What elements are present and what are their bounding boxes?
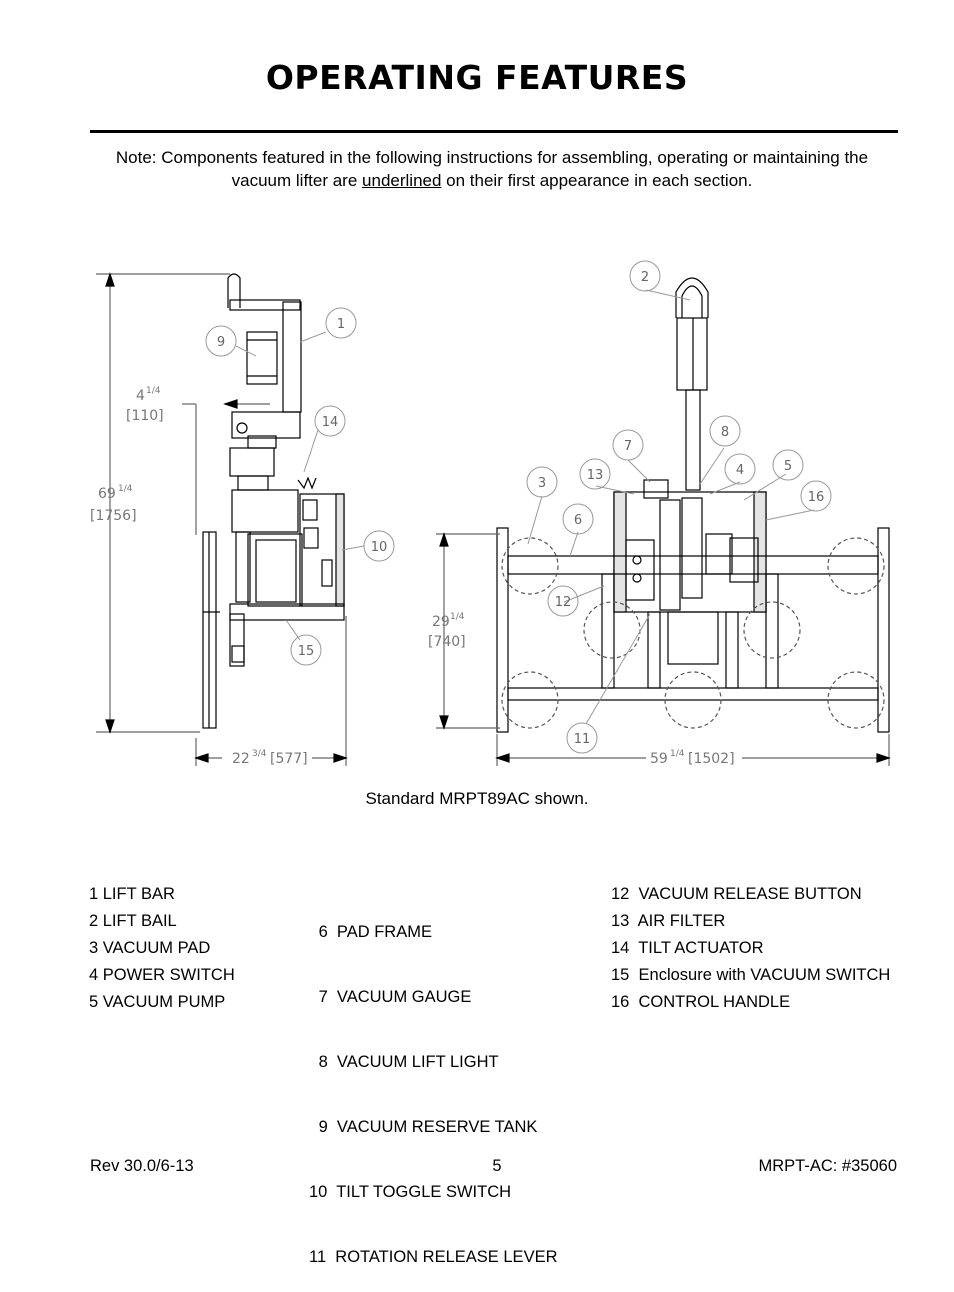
legend-item: 1 LIFT BAR: [89, 885, 175, 903]
svg-text:2: 2: [641, 270, 649, 285]
dim-depth-mm: [577]: [270, 751, 308, 767]
footer-page-number: 5: [492, 1157, 502, 1175]
dim-bail-offset-mm: [110]: [126, 408, 164, 424]
note-text-after: on their first appearance in each sectio…: [441, 171, 753, 190]
svg-text:9: 9: [217, 335, 225, 350]
legend-column-3: 12 VACUUM RELEASE BUTTON 13 AIR FILTER 1…: [611, 883, 890, 1018]
svg-text:7: 7: [624, 439, 632, 454]
legend-item: 14 TILT ACTUATOR: [611, 939, 764, 957]
dim-bail-offset: 4: [136, 388, 145, 404]
svg-text:4: 4: [736, 463, 744, 478]
balloon-6: 6: [562, 503, 594, 535]
lifter-drawing: 1 2 3 4 5 6 7 8 9 10 11 12 13 14 15 16 6…: [0, 250, 954, 775]
legend-item: 12 VACUUM RELEASE BUTTON: [611, 885, 862, 903]
dim-height-total-mm: [1756]: [90, 508, 137, 524]
dim-bail-offset-frac: 1/4: [146, 386, 161, 396]
balloon-2: 2: [629, 260, 661, 292]
balloon-12: 12: [547, 585, 579, 617]
note-text-before: Note: Components featured in the followi…: [115, 148, 869, 190]
legend-item: 7 VACUUM GAUGE: [314, 988, 472, 1006]
svg-text:1: 1: [337, 317, 345, 332]
svg-text:15: 15: [298, 644, 315, 659]
balloon-14: 14: [314, 405, 346, 437]
front-view: [436, 277, 891, 766]
footer-doc-id: MRPT-AC: #35060: [758, 1157, 897, 1175]
legend-item: 9 VACUUM RESERVE TANK: [314, 1118, 538, 1136]
legend-item: 11 ROTATION RELEASE LEVER: [309, 1248, 558, 1266]
legend-item: 10 TILT TOGGLE SWITCH: [309, 1183, 512, 1201]
dim-width-mm: [1502]: [688, 751, 735, 767]
dim-pad-height: 29: [432, 614, 450, 630]
dim-pad-height-frac: 1/4: [450, 612, 465, 622]
svg-text:8: 8: [721, 425, 729, 440]
dim-pad-height-mm: [740]: [428, 634, 466, 650]
footer-revision: Rev 30.0/6-13: [90, 1157, 194, 1175]
legend-item: 16 CONTROL HANDLE: [611, 993, 791, 1011]
svg-text:12: 12: [555, 595, 572, 610]
dim-height-total-frac: 1/4: [118, 484, 133, 494]
balloon-3: 3: [526, 466, 558, 498]
page-title: OPERATING FEATURES: [265, 58, 689, 97]
dim-width: 59: [650, 751, 668, 767]
legend-item: 6 PAD FRAME: [314, 923, 432, 941]
legend-item: 3 VACUUM PAD: [89, 939, 211, 957]
balloon-7: 7: [612, 429, 644, 461]
title-divider: [90, 130, 898, 133]
note-underlined-word: underlined: [362, 171, 442, 190]
svg-text:6: 6: [574, 513, 582, 528]
note-paragraph: Note: Components featured in the followi…: [90, 146, 894, 192]
legend-column-1: 1 LIFT BAR 2 LIFT BAIL 3 VACUUM PAD 4 PO…: [89, 883, 235, 1018]
dim-depth-frac: 3/4: [252, 749, 267, 759]
legend-item: 2 LIFT BAIL: [89, 912, 177, 930]
svg-text:3: 3: [538, 476, 546, 491]
svg-text:16: 16: [808, 490, 825, 505]
dim-depth: 22: [232, 751, 250, 767]
balloon-1: 1: [325, 307, 357, 339]
side-view: [96, 272, 348, 766]
legend-column-2: 6 PAD FRAME 7 VACUUM GAUGE 8 VACUUM LIFT…: [309, 883, 558, 1292]
svg-text:13: 13: [587, 468, 604, 483]
balloon-16: 16: [800, 480, 832, 512]
svg-text:10: 10: [371, 540, 388, 555]
balloon-4: 4: [724, 453, 756, 485]
svg-text:5: 5: [784, 459, 792, 474]
legend-item: 8 VACUUM LIFT LIGHT: [314, 1053, 499, 1071]
legend-item: 15 Enclosure with VACUUM SWITCH: [611, 966, 891, 984]
balloon-10: 10: [363, 530, 395, 562]
legend-item: 13 AIR FILTER: [611, 912, 726, 930]
balloon-9: 9: [205, 325, 237, 357]
legend-item: 5 VACUUM PUMP: [89, 993, 226, 1011]
balloon-8: 8: [709, 415, 741, 447]
balloon-15: 15: [290, 634, 322, 666]
figure-caption: Standard MRPT89AC shown.: [365, 789, 589, 808]
dim-width-frac: 1/4: [670, 749, 685, 759]
svg-text:14: 14: [322, 415, 339, 430]
balloon-5: 5: [772, 449, 804, 481]
balloon-13: 13: [579, 458, 611, 490]
legend-item: 4 POWER SWITCH: [89, 966, 235, 984]
svg-text:11: 11: [574, 732, 591, 747]
dim-height-total: 69: [98, 486, 116, 502]
balloon-11: 11: [566, 722, 598, 754]
